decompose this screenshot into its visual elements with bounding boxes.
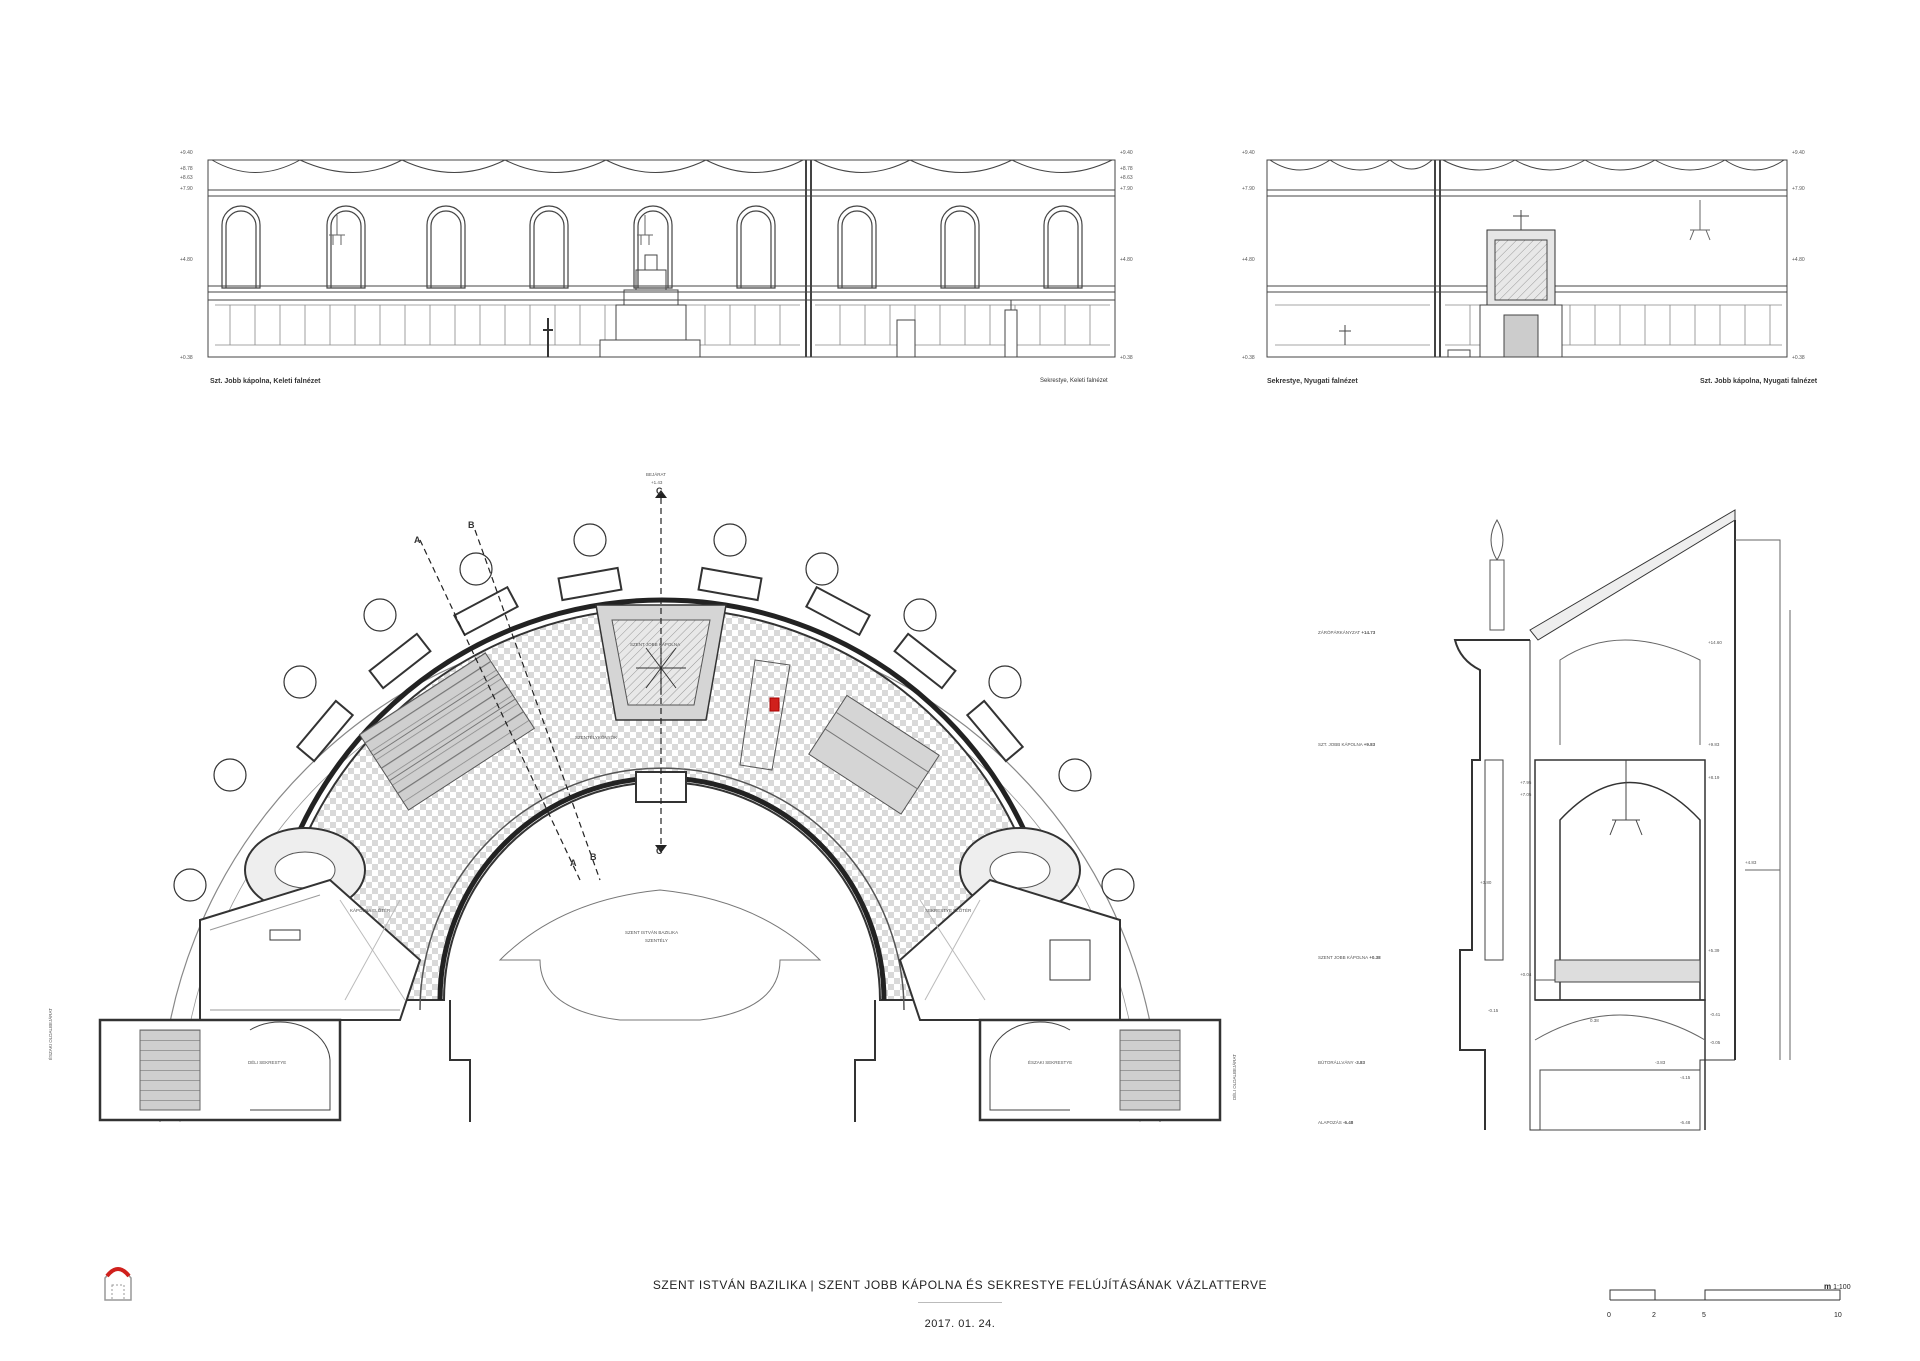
reliquary-marker [769, 697, 780, 712]
dim-label: +14.60 [1708, 640, 1722, 645]
altar-label: SZENT JOBB KÁPOLNA [630, 642, 681, 647]
sheet-title: SZENT ISTVÁN BAZILIKA | SZENT JOBB KÁPOL… [0, 1278, 1920, 1292]
level-label: +8.78 [1120, 166, 1133, 172]
dim-label: -0.05 [1710, 1040, 1721, 1045]
level-label: +8.63 [180, 175, 193, 181]
entrance-label: BEJÁRAT [646, 472, 666, 477]
dim-label: 0.38 [1590, 1018, 1599, 1023]
scale-tick: 10 [1834, 1312, 1842, 1319]
dim-label: +7.05 [1520, 792, 1532, 797]
section-mark-b: B [468, 520, 475, 530]
dim-label: +0.04 [1520, 972, 1532, 977]
room-stair-left-label: DÉLI SEKRESTYE [248, 1060, 287, 1065]
caption-right-elevation-secondary: Szt. Jobb kápolna, Nyugati falnézet [1700, 378, 1818, 385]
dim-label: -6.48 [1680, 1120, 1691, 1125]
level-label: +4.80 [180, 257, 193, 263]
scale-tick: 0 [1607, 1312, 1611, 1319]
title-right: SZENT JOBB KÁPOLNA ÉS SEKRESTYE FELÚJÍTÁ… [818, 1278, 1268, 1292]
dim-label: +4.83 [1745, 860, 1757, 865]
dim-label: -4.15 [1680, 1075, 1691, 1080]
pews-left [358, 652, 536, 811]
section-level-label: SZT. JOBB KÁPOLNA +9.83 [1318, 742, 1376, 747]
section-level-label: ZÁRÓPÁRKÁNYZAT +14.73 [1318, 630, 1376, 635]
level-label: +7.90 [1792, 186, 1805, 192]
level-label: +4.80 [1792, 257, 1805, 263]
dim-label: -0.15 [1488, 1008, 1499, 1013]
floor-plan [98, 490, 1222, 1123]
title-separator: | [810, 1278, 815, 1292]
side-entrance-right: DÉLI OLDALBEJÁRAT [1232, 1054, 1237, 1100]
main-floor-label: SZENTÉLYKÖNYÖK [575, 735, 618, 740]
room-stair-right-label: ÉSZAKI SEKRESTYE [1028, 1060, 1073, 1065]
elevation-left [207, 159, 1116, 358]
section-mark-b: B [590, 852, 597, 862]
level-label: +4.80 [1242, 257, 1255, 263]
title-left: SZENT ISTVÁN BAZILIKA [652, 1278, 807, 1292]
caption-right-elevation: Sekrestye, Nyugati falnézet [1267, 378, 1358, 385]
level-label: +9.40 [180, 150, 193, 156]
section-mark-c: C [656, 846, 663, 856]
scale-tick: 2 [1652, 1312, 1656, 1319]
dim-label: +8.19 [1708, 775, 1720, 780]
scale-bar [1609, 1289, 1841, 1301]
dim-label: +3.80 [1480, 880, 1492, 885]
caption-left-elevation: Szt. Jobb kápolna, Keleti falnézet [210, 378, 321, 385]
scale-tick: 5 [1702, 1312, 1706, 1319]
scale-label: m 1:100 [1824, 1282, 1851, 1291]
level-label: +9.40 [1792, 150, 1805, 156]
level-label: +7.90 [180, 186, 193, 192]
elevation-right [1266, 159, 1788, 358]
section-level-label: BÚTORÁLLVÁNY -3.83 [1318, 1060, 1366, 1065]
section-level-label: ALAPOZÁS -6.48 [1318, 1120, 1354, 1125]
sheet-date: 2017. 01. 24. [924, 1318, 996, 1330]
level-label: +0.38 [180, 355, 193, 361]
section-mark-a: A [570, 858, 577, 868]
side-entrance-left: ÉSZAKI OLDALBEJÁRAT [48, 1008, 53, 1060]
pews-right [808, 694, 940, 815]
level-label: +0.38 [1120, 355, 1133, 361]
dim-label: +9.83 [1708, 742, 1720, 747]
dim-label: -3.83 [1655, 1060, 1666, 1065]
entrance-level: +1.43 [651, 480, 663, 485]
level-label: +8.63 [1120, 175, 1133, 181]
title-rule [918, 1302, 1002, 1303]
room-left-label: KÁPOLNA ELŐTÉR [350, 908, 391, 913]
level-label: +7.90 [1120, 186, 1133, 192]
level-label: +7.90 [1242, 186, 1255, 192]
level-label: +8.78 [180, 166, 193, 172]
level-label: +4.80 [1120, 257, 1133, 263]
section-mark-c: C [656, 486, 663, 496]
center-label: SZENT ISTVÁN BAZILIKA [625, 930, 679, 935]
level-label: +0.38 [1242, 355, 1255, 361]
level-label: +9.40 [1242, 150, 1255, 156]
dim-label: +7.95 [1520, 780, 1532, 785]
center-sublabel: SZENTÉLY [645, 938, 668, 943]
level-label: +0.38 [1792, 355, 1805, 361]
section-mark-a: A [414, 535, 421, 545]
dim-label: +5.39 [1708, 948, 1720, 953]
room-right-label: SEKRESTYE ELŐTÉR [925, 908, 972, 913]
cross-section [1453, 509, 1791, 1131]
dim-label: -0.41 [1710, 1012, 1721, 1017]
caption-left-elevation-secondary: Sekrestye, Keleti falnézet [1040, 378, 1108, 384]
section-level-label: SZENT JOBB KÁPOLNA +0.38 [1318, 955, 1381, 960]
level-label: +9.40 [1120, 150, 1133, 156]
column-ring [173, 523, 1135, 902]
basilica-logo [104, 1267, 132, 1301]
